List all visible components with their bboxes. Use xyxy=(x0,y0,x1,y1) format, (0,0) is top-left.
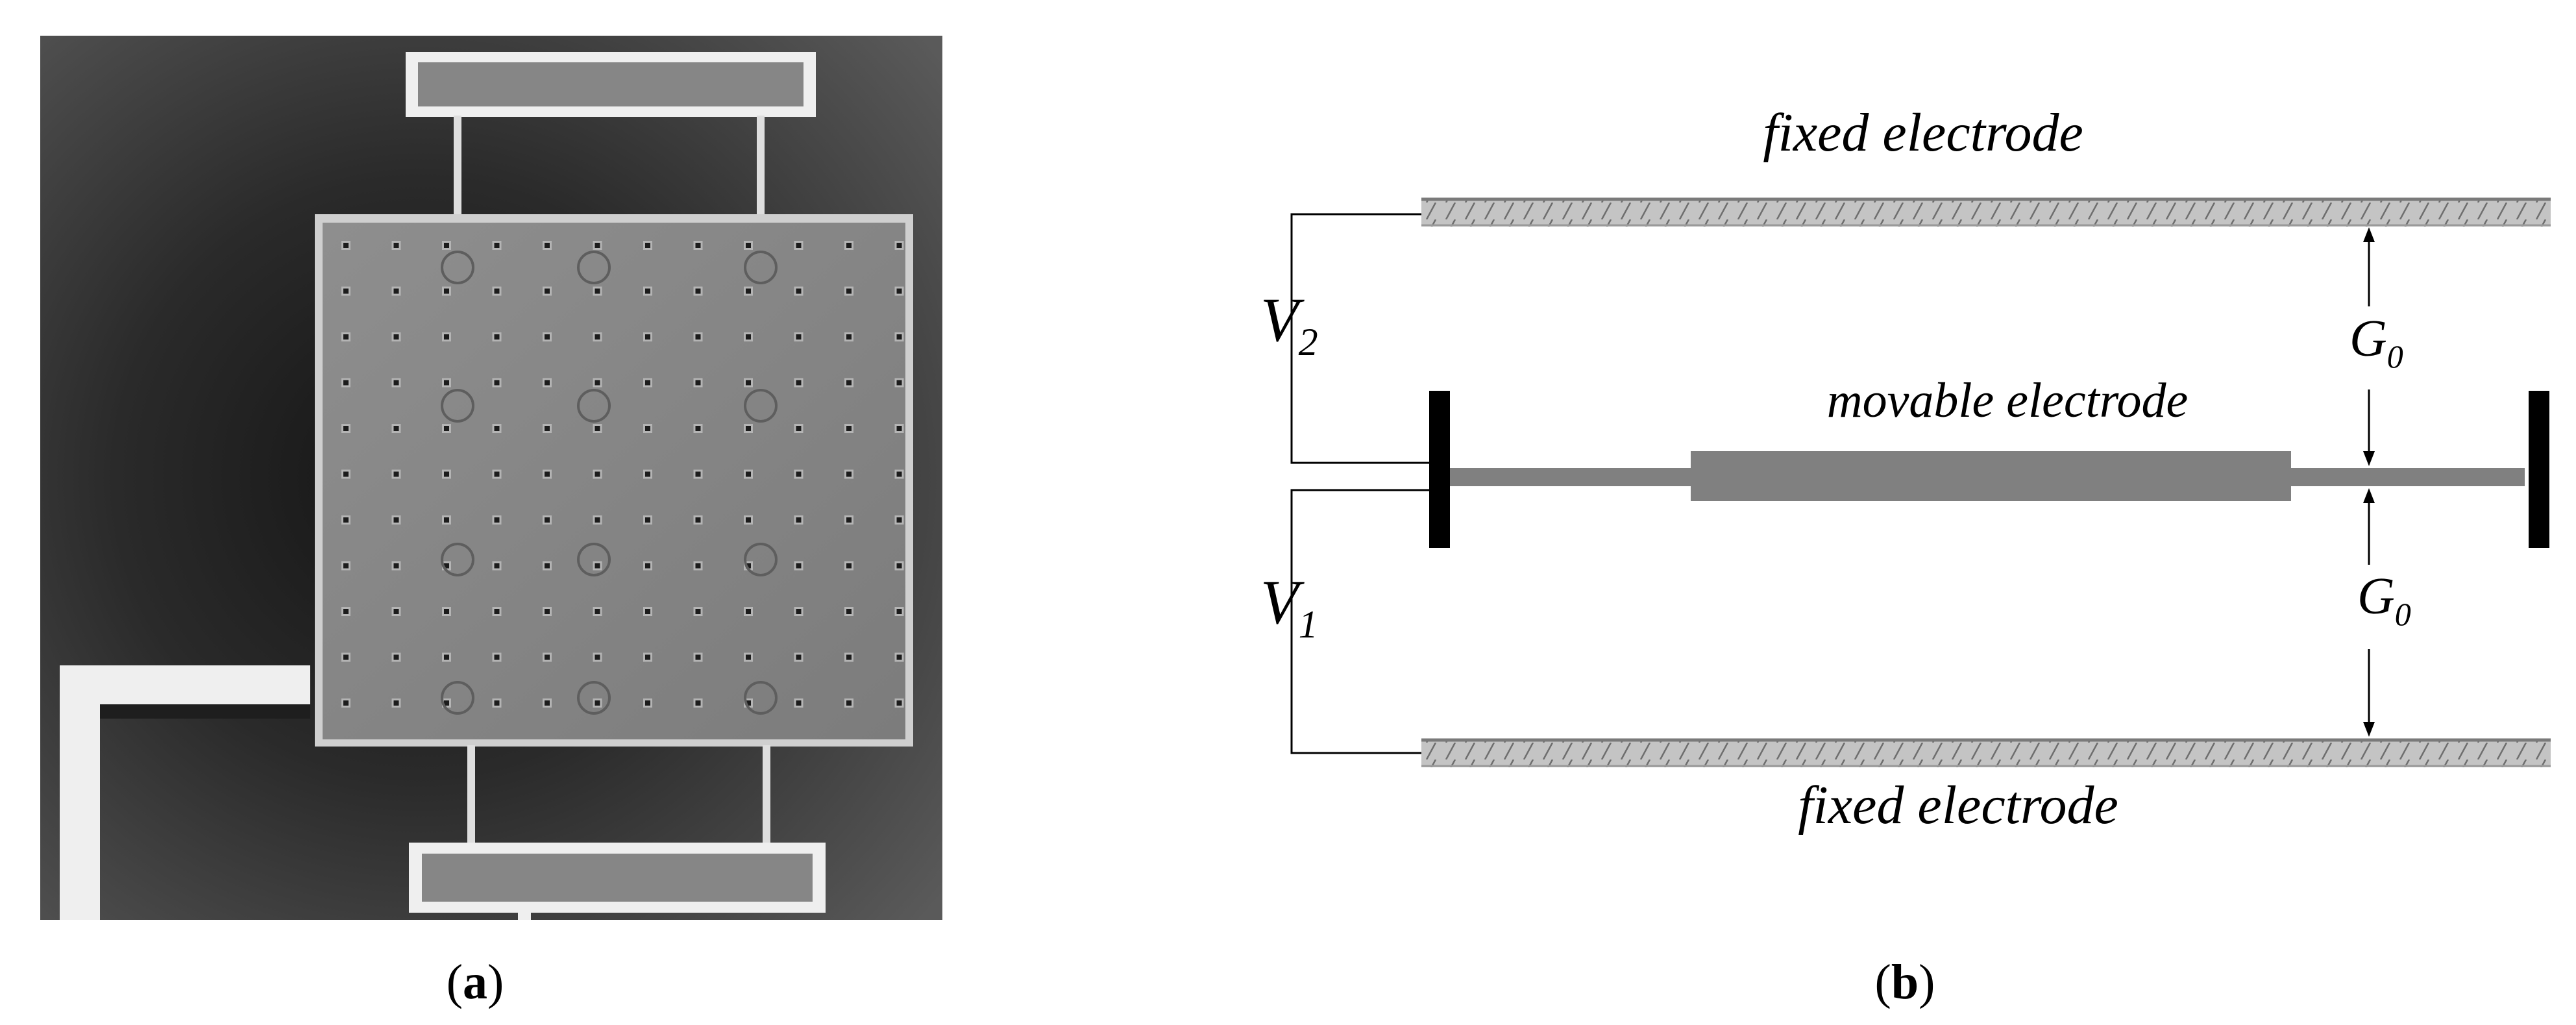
bottom-left-beam xyxy=(467,745,475,849)
gap-top-arrowhead-up xyxy=(2363,227,2375,242)
gap-g0-top-label: G0 xyxy=(2349,310,2403,375)
dimple-array xyxy=(441,251,778,715)
bottom-left-electrode xyxy=(60,665,310,920)
top-electrode-label: fixed electrode xyxy=(1763,103,2083,163)
bottom-electrode-label: fixed electrode xyxy=(1798,775,2118,835)
etch-hole-array xyxy=(341,241,904,708)
left-anchor xyxy=(1429,391,1450,548)
panel-b-schematic: fixed electrode movable electrode fixed … xyxy=(1260,103,2551,835)
bottom-right-beam xyxy=(763,745,770,849)
voltage-v1-label: V1 xyxy=(1260,567,1318,646)
v2-wire xyxy=(1290,213,1429,464)
right-anchor xyxy=(2529,391,2549,548)
gap-bottom-dimension xyxy=(2363,488,2375,737)
voltage-v2-label: V2 xyxy=(1260,285,1318,364)
v1-wire xyxy=(1290,489,1429,754)
gap-top-dimension xyxy=(2363,227,2375,466)
gap-bottom-arrowhead-down xyxy=(2363,722,2375,737)
movable-electrode-mass xyxy=(1691,451,2291,501)
gap-g0-bottom-label: G0 xyxy=(2357,568,2411,632)
top-anchor-pad-inner xyxy=(418,62,803,106)
top-left-beam xyxy=(454,116,461,221)
proof-mass-plate xyxy=(323,223,905,739)
gap-top-arrowhead-down xyxy=(2363,451,2375,466)
top-right-beam xyxy=(757,116,765,221)
bottom-fixed-electrode xyxy=(1421,738,2551,767)
bottom-pad-lead xyxy=(518,913,531,920)
caption-b: (b) xyxy=(1875,955,1935,1009)
caption-a: (a) xyxy=(447,955,504,1009)
top-fixed-electrode xyxy=(1421,197,2551,227)
movable-electrode-label: movable electrode xyxy=(1827,373,2188,428)
bottom-anchor-pad-inner xyxy=(422,854,813,902)
gap-bottom-arrowhead-up xyxy=(2363,488,2375,503)
panel-a-sem-image xyxy=(40,36,942,920)
